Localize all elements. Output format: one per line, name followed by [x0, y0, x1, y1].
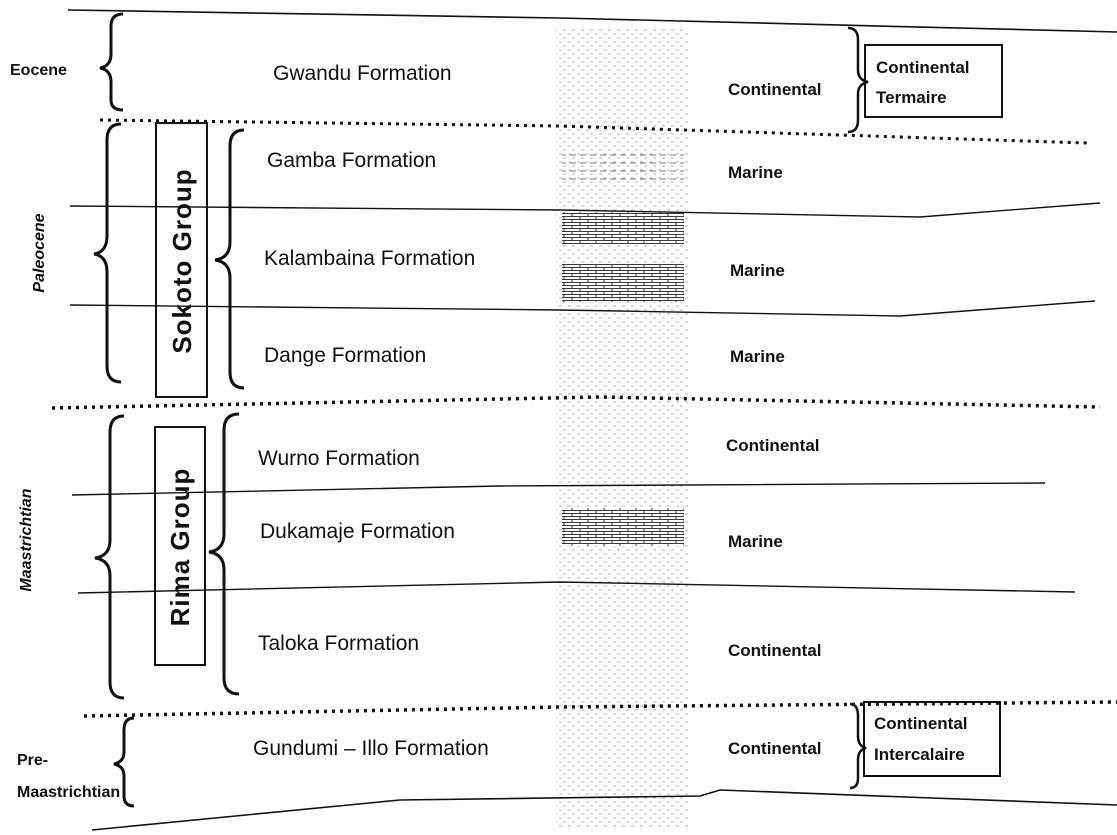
lithology-gamba-shale [562, 148, 684, 183]
env-gamba: Marine [728, 163, 783, 182]
formation-kalambaina: Kalambaina Formation [264, 247, 476, 270]
formation-taloka: Taloka Formation [258, 632, 420, 655]
wurno-dukamaje-boundary [71, 482, 1046, 496]
continental-intercalaire-box [863, 701, 1001, 777]
env-gundumi-illo: Continental [728, 739, 822, 758]
maastrichtian-brace [94, 414, 125, 700]
rima-group-label: Rima Group [165, 467, 195, 627]
epoch-pre-maastrichtian-line2: Maastrichtian [17, 784, 121, 801]
eocene-paleocene-boundary [99, 118, 1088, 145]
lithology-dukamaje [562, 508, 684, 546]
env-dukamaje: Marine [728, 532, 783, 551]
sokoto-formations-brace [214, 128, 245, 390]
paleocene-brace [93, 122, 122, 384]
formation-dange: Dange Formation [264, 344, 427, 367]
env-wurno: Continental [726, 436, 820, 455]
env-gwandu: Continental [728, 80, 822, 99]
bottom-boundary-line [91, 789, 1117, 831]
formation-wurno: Wurno Formation [258, 447, 420, 470]
epoch-eocene-label: Eocene [10, 62, 67, 79]
continental-terminaire-brace [847, 26, 869, 134]
top-boundary-line [67, 9, 1117, 33]
pre-maastrichtian-brace [113, 716, 135, 808]
sokoto-group-label: Sokoto Group [167, 168, 197, 354]
lithology-kalambaina-upper [562, 212, 684, 244]
eocene-brace [99, 12, 124, 112]
dukamaje-taloka-boundary [77, 581, 1076, 594]
continental-terminaire-box [864, 44, 1003, 118]
kalambaina-dange-boundary [69, 300, 1096, 317]
continental-terminaire-line1: Continental [876, 58, 970, 77]
rima-group-box [154, 426, 206, 666]
lithology-kalambaina-lower [562, 264, 684, 302]
env-taloka: Continental [728, 641, 822, 660]
epoch-pre-maastrichtian-line1: Pre- [17, 752, 49, 769]
formation-gwandu: Gwandu Formation [273, 62, 452, 85]
rima-formations-brace [208, 412, 240, 696]
continental-terminaire-line2: Termaire [876, 88, 947, 107]
env-kalambaina: Marine [730, 261, 785, 280]
gamba-kalambaina-boundary [69, 202, 1101, 218]
formation-gamba: Gamba Formation [267, 149, 437, 172]
continental-intercalaire-line2: Intercalaire [874, 745, 965, 764]
formation-dukamaje: Dukamaje Formation [260, 520, 455, 543]
continental-intercalaire-brace [849, 702, 867, 790]
formation-gundumi-illo: Gundumi – Illo Formation [253, 737, 489, 760]
epoch-paleocene-label: Paleocene [31, 213, 48, 293]
env-dange: Marine [730, 347, 785, 366]
paleocene-maastrichtian-boundary [51, 395, 1101, 410]
epoch-maastrichtian-label: Maastrichtian [18, 488, 35, 592]
sokoto-group-box [155, 122, 208, 398]
continental-intercalaire-line1: Continental [874, 714, 968, 733]
